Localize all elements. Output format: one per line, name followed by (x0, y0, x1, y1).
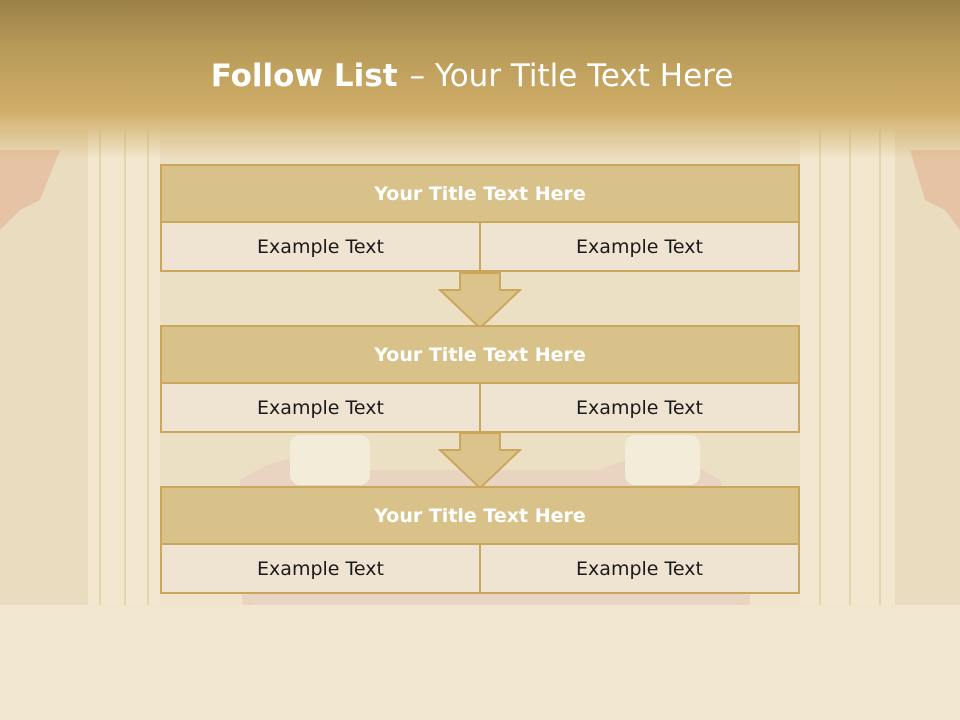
list-block-3: Your Title Text Here Example Text Exampl… (160, 486, 800, 594)
slide-title-bold: Follow List (210, 58, 398, 94)
block-cell-right: Example Text (479, 384, 798, 431)
block-cell-left: Example Text (257, 396, 384, 419)
block-title: Your Title Text Here (162, 488, 798, 545)
block-title: Your Title Text Here (162, 327, 798, 384)
block-cell-left: Example Text (257, 557, 384, 580)
block-row: Example Text Example Text (162, 223, 798, 270)
slide-title-rest: – Your Title Text Here (409, 58, 734, 94)
block-row: Example Text Example Text (162, 384, 798, 431)
block-cell-right: Example Text (479, 545, 798, 592)
block-row: Example Text Example Text (162, 545, 798, 592)
block-cell-right: Example Text (479, 223, 798, 270)
down-arrow-icon (438, 432, 522, 490)
list-block-2: Your Title Text Here Example Text Exampl… (160, 325, 800, 433)
down-arrow-icon (438, 272, 522, 330)
header-band (0, 0, 960, 160)
slide-title: Follow List – Your Title Text Here (0, 52, 944, 100)
block-title: Your Title Text Here (162, 166, 798, 223)
list-block-1: Your Title Text Here Example Text Exampl… (160, 164, 800, 272)
block-cell-left: Example Text (257, 235, 384, 258)
